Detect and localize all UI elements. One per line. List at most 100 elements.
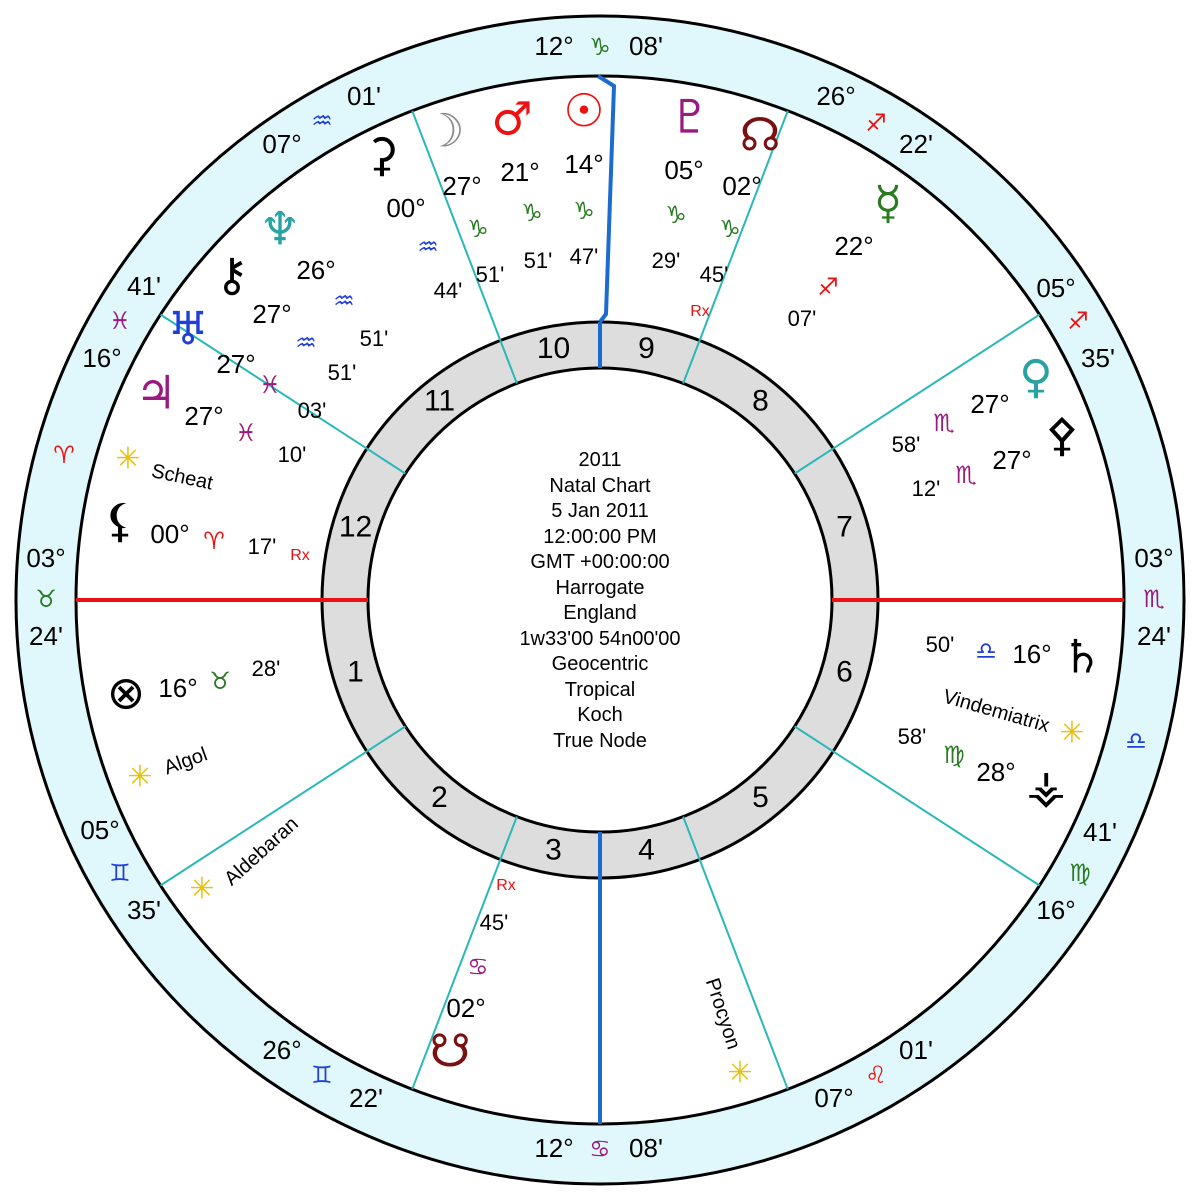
info-line: 2011: [578, 449, 621, 471]
planet-sign-icon: ♐: [817, 273, 839, 301]
info-line: GMT +00:00:00: [530, 551, 669, 573]
info-line: 5 Jan 2011: [551, 500, 649, 522]
cusp-minute: 41': [127, 271, 161, 301]
cusp-minute: 35': [127, 895, 161, 925]
cusp-minute: 22': [899, 129, 933, 159]
lilith-icon: ⚸: [103, 494, 137, 548]
cusp-degree: 26°: [816, 81, 855, 111]
planet-degree: 02°: [446, 993, 485, 1023]
planet-minute: 17': [248, 534, 277, 559]
cusp-sign-icon: ♌: [865, 1061, 887, 1089]
south-node-icon: ☋: [430, 1024, 471, 1078]
planet-sign-icon: ♈: [203, 527, 225, 555]
planet-degree: 27°: [970, 389, 1009, 419]
planet-sign-icon: ♉: [209, 667, 231, 695]
cusp-minute: 01': [899, 1035, 933, 1065]
cusp-sign-icon: ♑: [589, 33, 611, 61]
planet-minute: 51': [476, 262, 505, 287]
center-disc: [366, 366, 834, 834]
cusp-degree: 16°: [82, 343, 121, 373]
info-line: England: [563, 602, 636, 624]
planet-minute: 44': [434, 278, 463, 303]
saturn-icon: ♄: [1061, 630, 1102, 684]
planet-sign-icon: ♓: [235, 419, 257, 447]
planet-degree: 27°: [216, 349, 255, 379]
fixed-star-icon: ✳: [727, 1056, 752, 1091]
cusp-minute: 41': [1083, 817, 1117, 847]
planet-degree: 27°: [992, 445, 1031, 475]
planet-sign-icon: ♍: [943, 741, 965, 769]
house-number: 8: [752, 385, 769, 418]
planet-degree: 00°: [386, 193, 425, 223]
intercepted-sign-icon: ♎: [1125, 727, 1147, 755]
pluto-icon: ♇: [669, 90, 710, 144]
info-line: Tropical: [565, 679, 635, 701]
cusp-degree: 12°: [534, 31, 573, 61]
vesta-icon: ⚶: [1026, 760, 1065, 814]
house-cusp-line: [411, 859, 502, 1090]
cusp-sign-icon: ♉: [35, 585, 57, 613]
planet-minute: 47': [570, 244, 599, 269]
cusp-minute: 22': [349, 1083, 383, 1113]
house-band-divider: [499, 340, 518, 384]
info-line: Geocentric: [552, 653, 649, 675]
planet-sign-icon: ♑: [467, 215, 489, 243]
planet-sign-icon: ♑: [573, 197, 595, 225]
planet-sign-icon: ♋: [467, 953, 489, 981]
cusp-degree: 05°: [1036, 273, 1075, 303]
info-line: True Node: [553, 730, 647, 752]
planet-sign-icon: ♏: [933, 409, 955, 437]
cusp-degree: 16°: [1036, 895, 1075, 925]
house-number: 12: [339, 510, 372, 543]
cusp-sign-icon: ♊: [109, 859, 131, 887]
cusp-degree: 05°: [80, 815, 119, 845]
planet-sign-icon: ♒: [295, 329, 317, 357]
house-band-divider: [794, 725, 834, 753]
house-cusp-line: [832, 750, 1041, 887]
mercury-icon: ☿: [874, 176, 902, 230]
house-band-divider: [366, 725, 406, 753]
fixed-star-icon: ✳: [115, 442, 140, 477]
cusp-minute: 24': [1137, 621, 1171, 651]
cusp-degree: 12°: [534, 1133, 573, 1163]
jupiter-icon: ♃: [135, 366, 176, 420]
fixed-star-icon: ✳: [1059, 716, 1084, 751]
house-band-divider: [499, 816, 518, 860]
planet-sign-icon: ♒: [333, 287, 355, 315]
house-number: 11: [424, 385, 455, 418]
planet-degree: 27°: [442, 171, 481, 201]
house-number: 2: [431, 781, 448, 814]
info-line: Harrogate: [556, 577, 645, 599]
planet-sign-icon: ♓: [259, 371, 281, 399]
planet-sign-icon: ♎: [975, 637, 997, 665]
planet-degree: 14°: [564, 149, 603, 179]
house-number: 1: [347, 655, 364, 688]
house-number: 7: [836, 510, 853, 543]
cusp-sign-icon: ♏: [1143, 585, 1165, 613]
house-band-divider: [794, 447, 834, 475]
info-line: 1w33'00 54n00'00: [519, 628, 680, 650]
planet-minute: 51': [524, 248, 553, 273]
cusp-sign-icon: ♍: [1069, 859, 1091, 887]
planet-sign-icon: ♑: [521, 199, 543, 227]
house-cusp-line: [698, 859, 789, 1090]
planet-minute: 51': [328, 360, 357, 385]
cusp-minute: 08': [629, 31, 663, 61]
cusp-sign-icon: ♊: [311, 1061, 333, 1089]
planet-minute: 07': [788, 306, 817, 331]
planet-minute: 50': [926, 632, 955, 657]
house-band-divider: [682, 816, 701, 860]
house-number: 4: [638, 834, 655, 867]
planet-degree: 00°: [150, 519, 189, 549]
cusp-degree: 07°: [814, 1083, 853, 1113]
planet-degree: 27°: [252, 299, 291, 329]
cusp-degree: 03°: [26, 543, 65, 573]
cusp-sign-icon: ♒: [311, 107, 333, 135]
cusp-minute: 01': [347, 81, 381, 111]
planet-minute: 58': [892, 432, 921, 457]
moon-icon: ☽: [423, 104, 464, 158]
house-number: 10: [537, 332, 570, 365]
venus-icon: ♀: [1019, 350, 1053, 404]
cusp-sign-icon: ♐: [1067, 307, 1089, 335]
